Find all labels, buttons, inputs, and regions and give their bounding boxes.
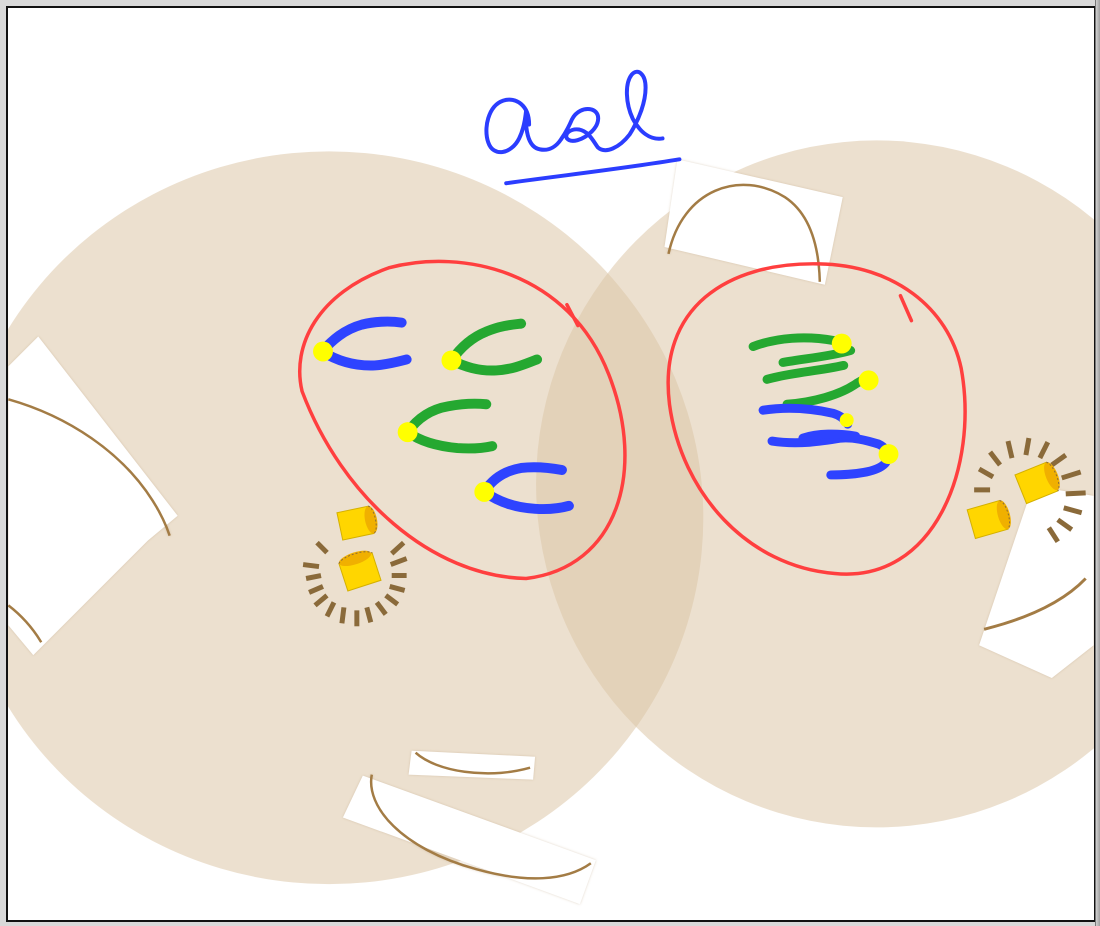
biology-diagram: all — [8, 8, 1094, 920]
handwritten-label: all — [486, 72, 679, 183]
canvas-right-shadow — [1096, 0, 1100, 926]
drawing-canvas[interactable]: all — [6, 6, 1096, 922]
